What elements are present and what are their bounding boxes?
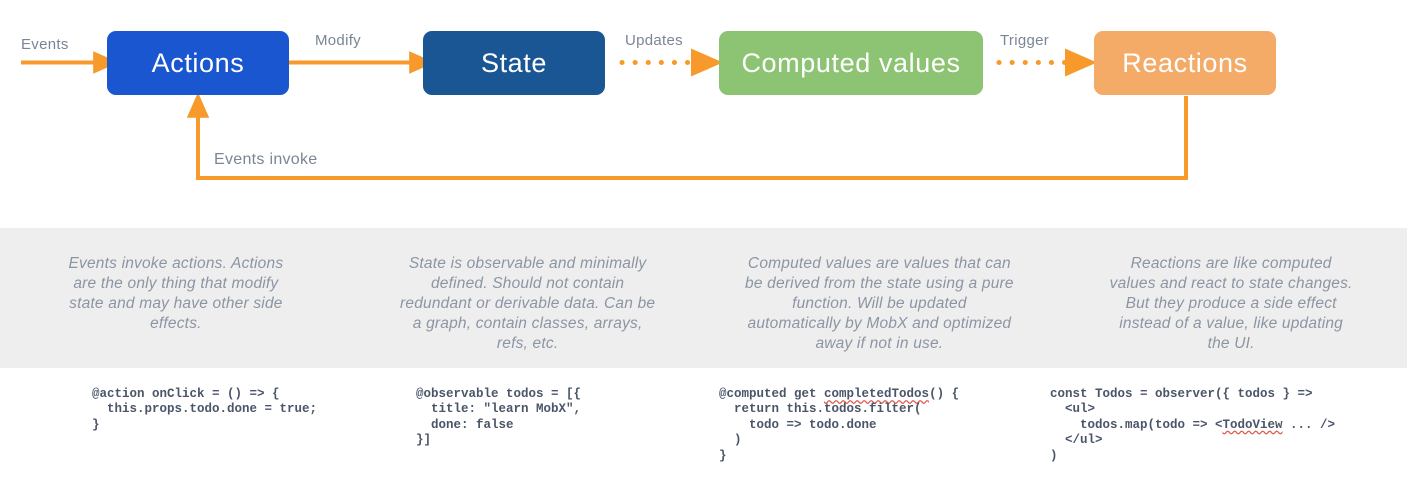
node-actions[interactable]: Actions: [107, 31, 289, 95]
description-reactions-text: Reactions are like computed values and r…: [1109, 255, 1353, 352]
description-reactions: Reactions are like computed values and r…: [1055, 228, 1407, 368]
flow-arrows: [21, 48, 1188, 180]
node-state[interactable]: State: [423, 31, 605, 95]
node-reactions-label: Reactions: [1122, 47, 1248, 78]
edge-label-trigger: Trigger: [1000, 32, 1050, 49]
descriptions-band: Events invoke actions. Actions are the o…: [0, 228, 1407, 368]
edge-label-events-invoke: Events invoke: [214, 151, 318, 168]
edge-label-events: Events: [21, 36, 69, 53]
code-sample-actions: @action onClick = () => { this.props.tod…: [92, 387, 318, 432]
description-computed-values: Computed values are values that can be d…: [704, 228, 1056, 368]
arrow-reactions-to-actions-feedback: [186, 92, 1188, 180]
code-samples-band: @action onClick = () => { this.props.tod…: [0, 368, 1407, 483]
node-computed-values[interactable]: Computed values: [719, 31, 983, 95]
description-state-text: State is observable and minimally define…: [400, 255, 656, 352]
node-computed-values-label: Computed values: [741, 47, 961, 78]
description-actions-text: Events invoke actions. Actions are the o…: [68, 255, 284, 332]
description-state: State is observable and minimally define…: [352, 228, 704, 368]
node-actions-label: Actions: [151, 47, 245, 78]
node-reactions[interactable]: Reactions: [1094, 31, 1276, 95]
description-actions: Events invoke actions. Actions are the o…: [0, 228, 352, 368]
edge-label-modify: Modify: [315, 32, 361, 49]
node-state-label: State: [480, 47, 548, 78]
code-sample-state: @observable todos = [{ title: "learn Mob…: [416, 387, 582, 448]
description-computed-values-text: Computed values are values that can be d…: [745, 255, 1014, 352]
code-sample-reactions: const Todos = observer({ todos } => <ul>…: [1050, 387, 1336, 463]
code-sample-computed-values: @computed get completedTodos() { return …: [719, 387, 960, 463]
edge-label-updates: Updates: [625, 32, 683, 49]
